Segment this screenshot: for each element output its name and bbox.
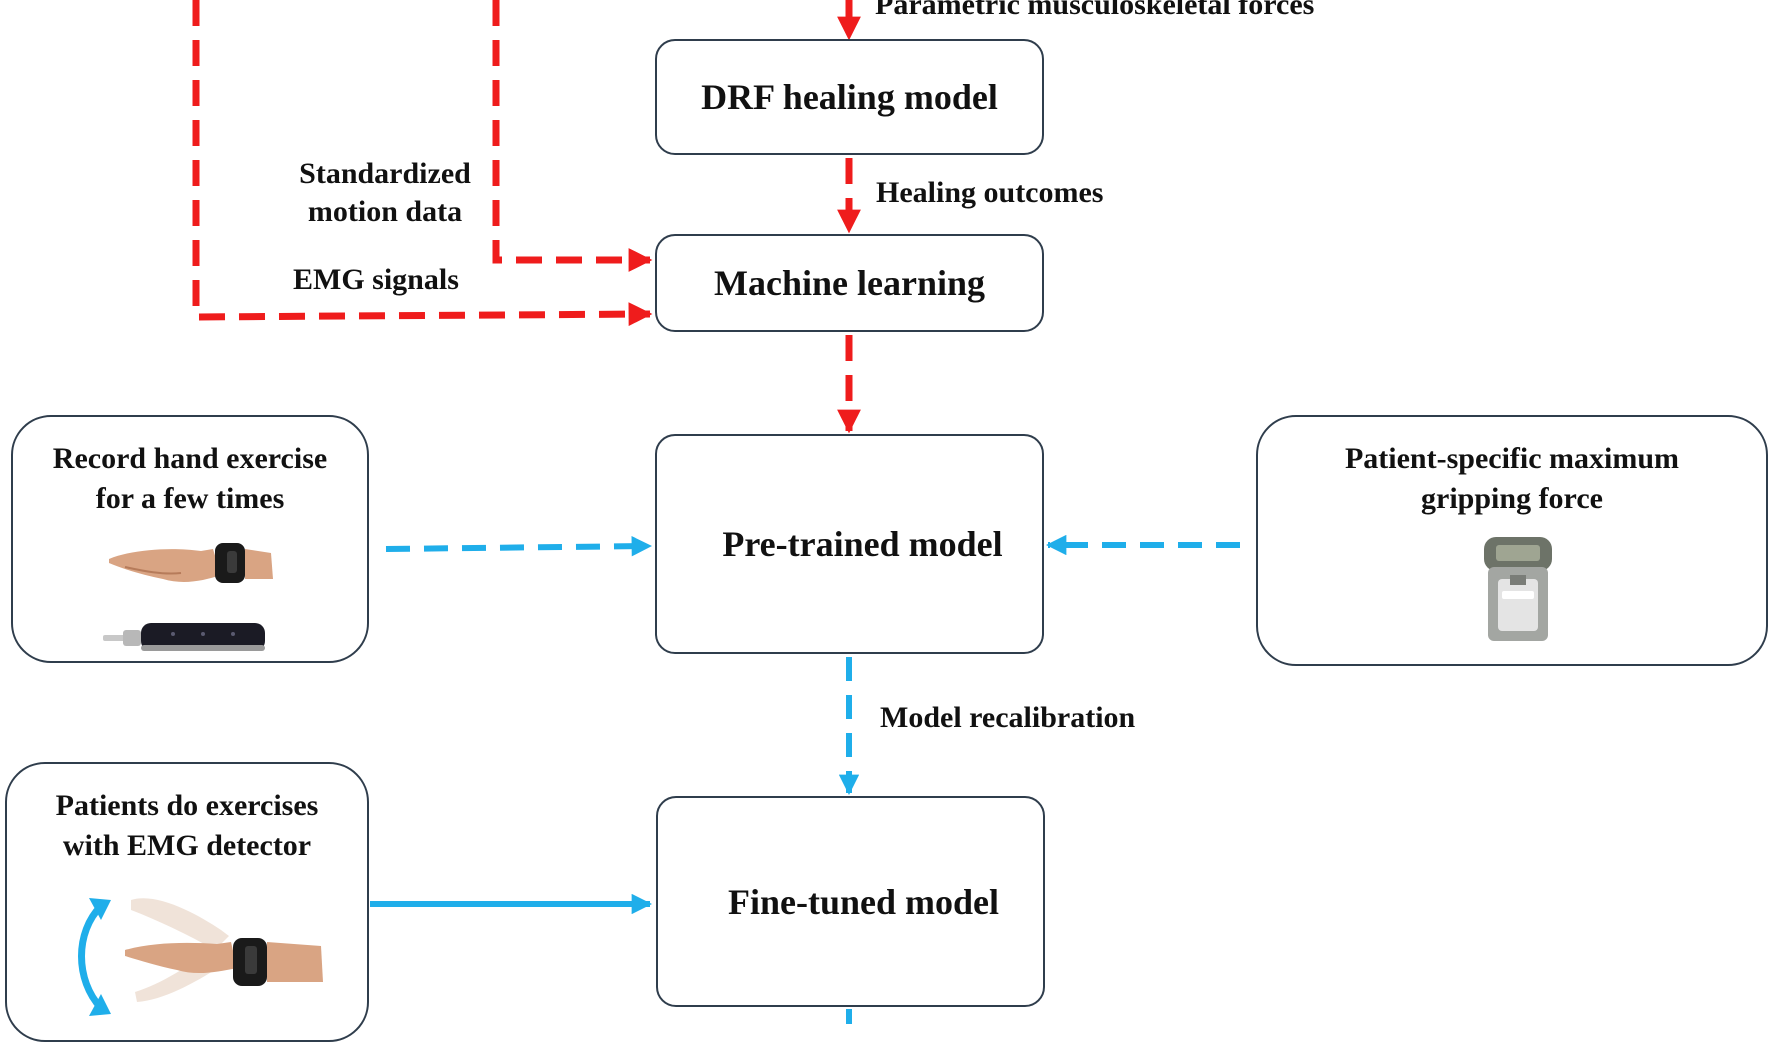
standardized-motion-label: Standardized motion data <box>299 157 471 228</box>
emg-signals-arrow <box>192 0 653 327</box>
curved-double-arrow-icon <box>78 898 111 1016</box>
drf-healing-model-box: DRF healing model <box>655 39 1044 155</box>
leap-motion-sensor-icon <box>103 623 265 651</box>
drf-healing-model-label: DRF healing model <box>701 77 998 117</box>
gripping-force-box: Patient-specific maximum gripping force <box>1256 415 1768 666</box>
emg-signals-label: EMG signals <box>293 263 459 296</box>
record-exercise-title: Record hand exercise for a few times <box>52 442 328 515</box>
healing-outcomes-label: Healing outcomes <box>876 176 1104 209</box>
patients-exercise-box: Patients do exercises with EMG detector <box>5 762 369 1042</box>
gripping-force-title: Patient-specific maximum gripping force <box>1344 442 1680 515</box>
hand-dynamometer-icon <box>1484 537 1552 641</box>
record-exercise-box: Record hand exercise for a few times <box>11 415 369 663</box>
record-to-pretrained-arrow <box>385 536 653 557</box>
pretrained-model-box: Pre-trained model <box>655 434 1044 654</box>
standardized-motion-arrow <box>492 0 653 272</box>
machine-learning-box: Machine learning <box>655 234 1044 332</box>
patients-exercise-title: Patients do exercises with EMG detector <box>55 789 319 862</box>
finetuned-model-label: Fine-tuned model <box>727 881 999 922</box>
hand-with-wristband-icon <box>109 543 273 583</box>
model-recalibration-label: Model recalibration <box>880 701 1136 734</box>
waving-hand-with-emg-band-icon <box>125 898 323 1002</box>
machine-learning-label: Machine learning <box>714 263 985 303</box>
forces-label: Parametric musculoskeletal forces <box>875 0 1315 21</box>
finetuned-model-box: Fine-tuned model <box>656 796 1045 1007</box>
pretrained-model-label: Pre-trained model <box>722 524 1003 564</box>
